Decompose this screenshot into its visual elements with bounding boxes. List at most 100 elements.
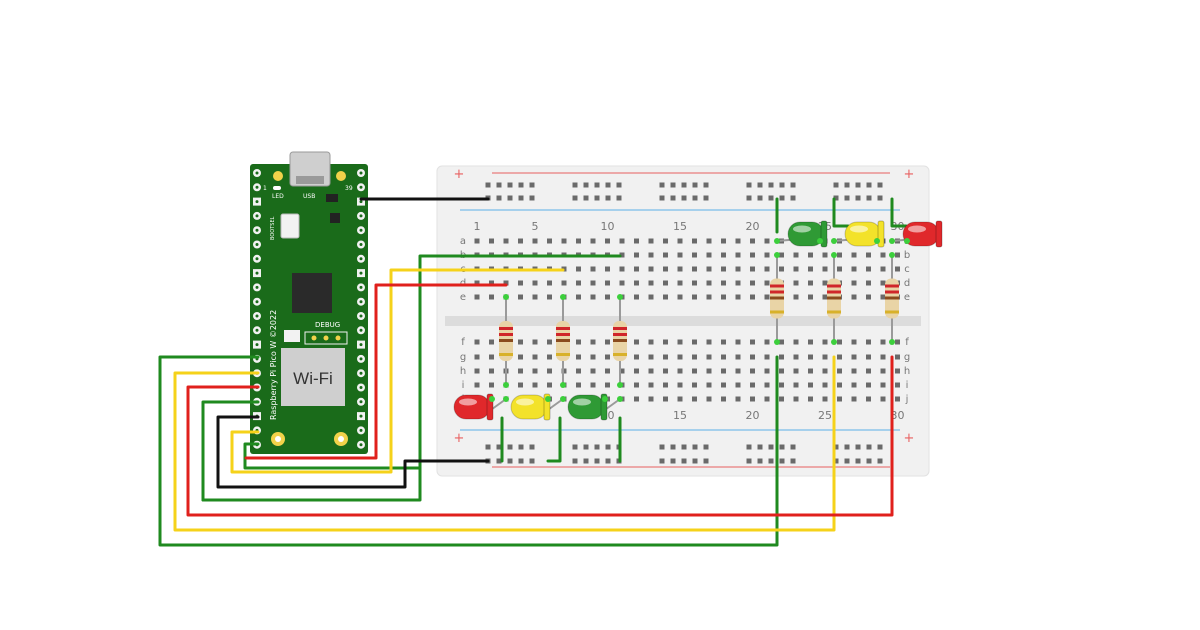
breadboard-hole[interactable] — [474, 294, 480, 300]
breadboard-hole[interactable] — [721, 382, 726, 388]
breadboard-hole[interactable] — [590, 339, 596, 345]
rail-hole[interactable] — [583, 444, 589, 450]
breadboard-hole[interactable] — [576, 368, 581, 374]
breadboard-hole[interactable] — [605, 382, 610, 388]
rail-hole[interactable] — [877, 458, 883, 464]
breadboard-hole[interactable] — [692, 280, 697, 286]
breadboard-hole[interactable] — [648, 280, 654, 286]
breadboard-hole[interactable] — [808, 368, 813, 374]
breadboard-hole[interactable] — [518, 339, 523, 345]
breadboard-hole[interactable] — [735, 339, 741, 345]
breadboard-hole[interactable] — [648, 294, 654, 300]
breadboard-hole[interactable] — [576, 238, 581, 244]
breadboard-hole[interactable] — [677, 396, 683, 402]
rail-hole[interactable] — [594, 195, 600, 201]
breadboard-hole[interactable] — [837, 368, 842, 374]
rail-hole[interactable] — [746, 444, 752, 450]
rail-hole[interactable] — [779, 195, 785, 201]
breadboard-hole[interactable] — [590, 294, 596, 300]
breadboard-hole[interactable] — [634, 354, 639, 360]
breadboard-hole[interactable] — [576, 382, 581, 388]
rail-hole[interactable] — [616, 195, 622, 201]
breadboard-hole[interactable] — [677, 252, 683, 258]
rail-hole[interactable] — [790, 458, 796, 464]
rail-hole[interactable] — [659, 458, 665, 464]
rail-hole[interactable] — [496, 195, 502, 201]
rail-hole[interactable] — [507, 458, 513, 464]
breadboard-hole[interactable] — [706, 339, 712, 345]
breadboard-hole[interactable] — [822, 266, 828, 272]
breadboard-hole[interactable] — [677, 368, 683, 374]
breadboard-hole[interactable] — [750, 354, 755, 360]
rail-hole[interactable] — [844, 182, 850, 188]
rail-hole[interactable] — [855, 182, 861, 188]
rail-hole[interactable] — [616, 182, 622, 188]
breadboard-hole[interactable] — [677, 238, 683, 244]
breadboard-hole[interactable] — [634, 396, 639, 402]
breadboard-hole[interactable] — [793, 266, 799, 272]
rail-hole[interactable] — [670, 458, 676, 464]
breadboard-hole[interactable] — [576, 266, 581, 272]
breadboard-hole[interactable] — [677, 266, 683, 272]
rail-hole[interactable] — [507, 444, 513, 450]
breadboard-hole[interactable] — [605, 266, 610, 272]
breadboard-hole[interactable] — [822, 354, 828, 360]
breadboard-hole[interactable] — [793, 339, 799, 345]
breadboard-hole[interactable] — [779, 354, 784, 360]
rail-hole[interactable] — [594, 444, 600, 450]
rail-hole[interactable] — [844, 195, 850, 201]
breadboard-hole[interactable] — [489, 339, 494, 345]
breadboard-hole[interactable] — [866, 339, 871, 345]
breadboard-hole[interactable] — [808, 280, 813, 286]
breadboard-hole[interactable] — [822, 396, 828, 402]
breadboard-hole[interactable] — [735, 294, 741, 300]
breadboard-hole[interactable] — [605, 280, 610, 286]
breadboard-hole[interactable] — [663, 252, 668, 258]
breadboard-hole[interactable] — [489, 368, 494, 374]
breadboard-hole[interactable] — [880, 280, 886, 286]
rail-hole[interactable] — [855, 444, 861, 450]
breadboard-hole[interactable] — [663, 339, 668, 345]
breadboard-hole[interactable] — [779, 339, 784, 345]
breadboard-hole[interactable] — [706, 396, 712, 402]
breadboard-hole[interactable] — [706, 280, 712, 286]
breadboard-hole[interactable] — [735, 368, 741, 374]
rail-hole[interactable] — [659, 195, 665, 201]
breadboard-hole[interactable] — [808, 266, 813, 272]
breadboard-hole[interactable] — [547, 280, 552, 286]
rail-hole[interactable] — [659, 182, 665, 188]
breadboard-hole[interactable] — [634, 368, 639, 374]
breadboard-hole[interactable] — [808, 339, 813, 345]
breadboard-hole[interactable] — [837, 382, 842, 388]
breadboard-hole[interactable] — [706, 354, 712, 360]
breadboard-hole[interactable] — [764, 280, 770, 286]
breadboard-hole[interactable] — [547, 294, 552, 300]
breadboard-hole[interactable] — [590, 280, 596, 286]
breadboard-hole[interactable] — [837, 339, 842, 345]
breadboard-hole[interactable] — [547, 368, 552, 374]
breadboard-hole[interactable] — [764, 266, 770, 272]
breadboard-hole[interactable] — [590, 354, 596, 360]
breadboard-hole[interactable] — [677, 294, 683, 300]
breadboard-hole[interactable] — [605, 339, 610, 345]
breadboard-hole[interactable] — [750, 339, 755, 345]
breadboard-hole[interactable] — [648, 339, 654, 345]
breadboard-hole[interactable] — [750, 396, 755, 402]
led[interactable] — [453, 393, 509, 421]
breadboard-hole[interactable] — [866, 294, 871, 300]
breadboard-hole[interactable] — [706, 238, 712, 244]
breadboard-hole[interactable] — [866, 280, 871, 286]
rail-hole[interactable] — [605, 195, 611, 201]
rail-hole[interactable] — [496, 458, 502, 464]
breadboard-hole[interactable] — [590, 382, 596, 388]
breadboard-hole[interactable] — [518, 238, 523, 244]
breadboard-hole[interactable] — [866, 382, 871, 388]
breadboard-hole[interactable] — [735, 266, 741, 272]
rail-hole[interactable] — [583, 195, 589, 201]
rail-hole[interactable] — [866, 458, 872, 464]
rail-hole[interactable] — [866, 444, 872, 450]
breadboard-hole[interactable] — [619, 252, 625, 258]
breadboard-hole[interactable] — [706, 382, 712, 388]
breadboard-hole[interactable] — [561, 280, 567, 286]
breadboard-hole[interactable] — [721, 238, 726, 244]
